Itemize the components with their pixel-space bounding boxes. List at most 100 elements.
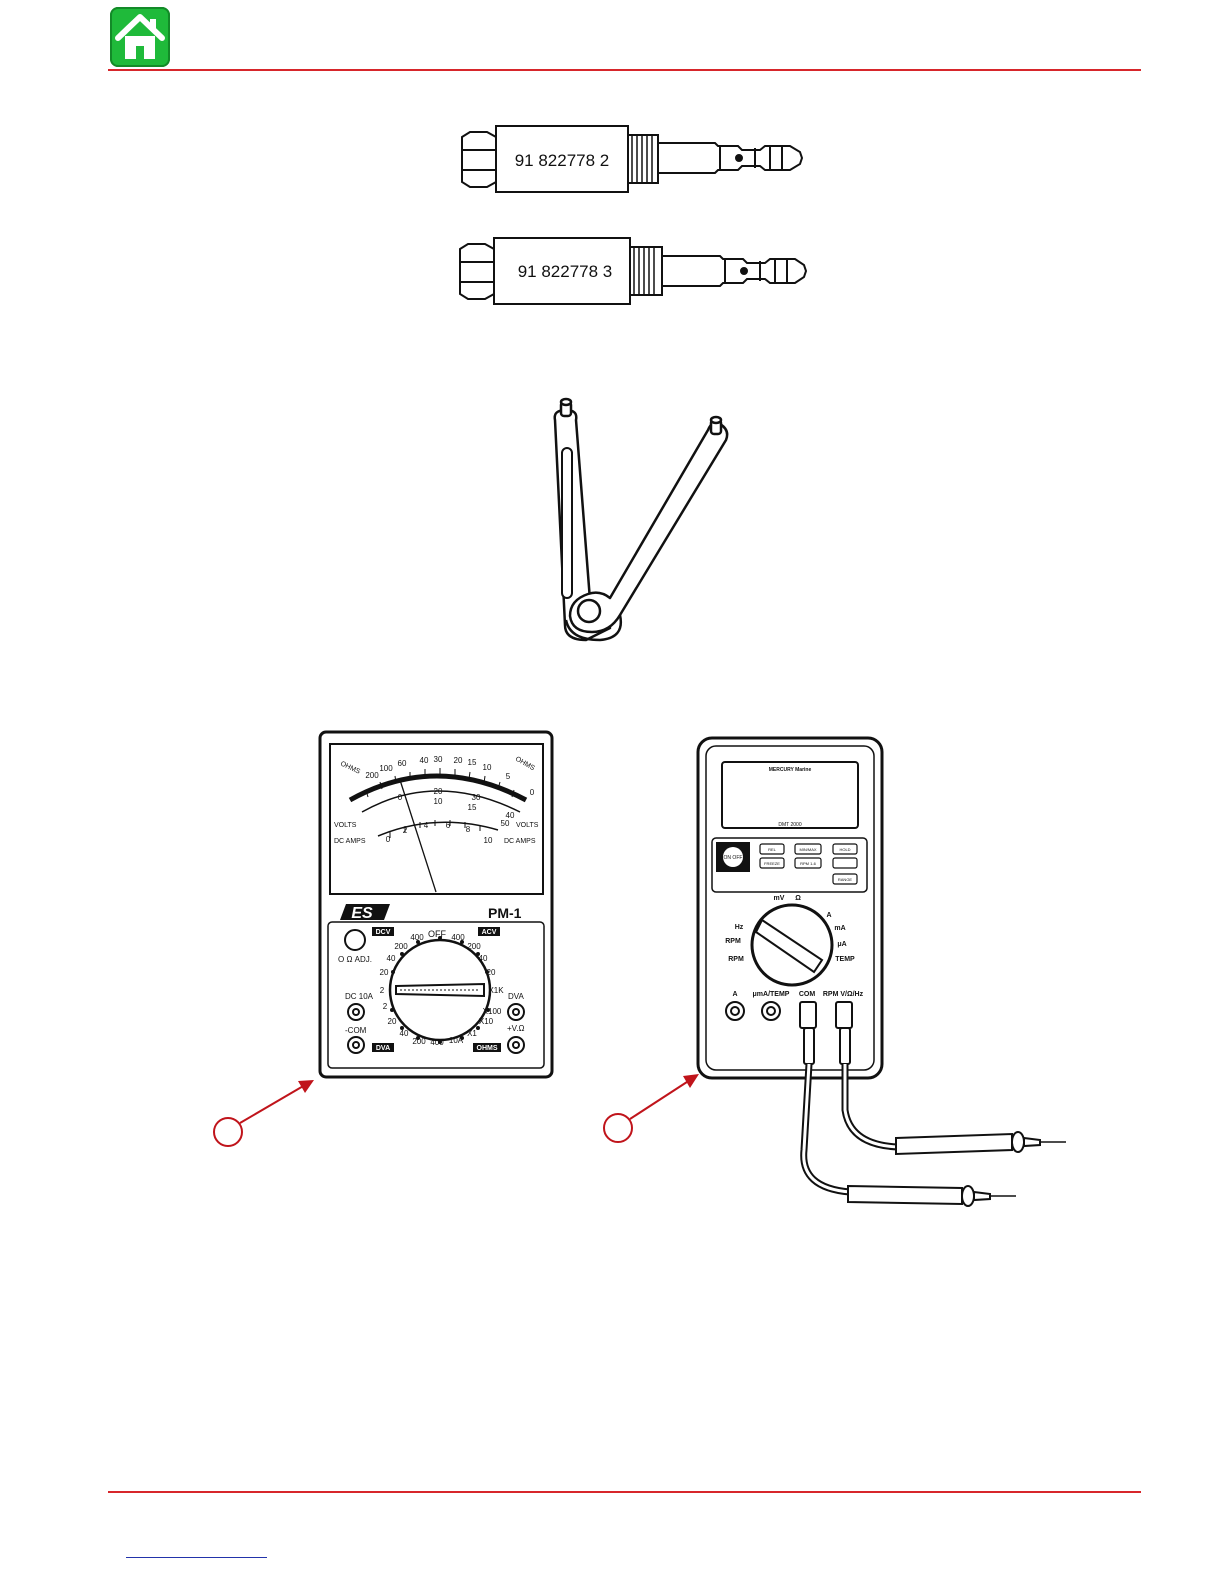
svg-text:10: 10 <box>483 763 492 772</box>
svg-text:40: 40 <box>479 954 488 963</box>
svg-text:2: 2 <box>380 986 385 995</box>
svg-text:10: 10 <box>434 797 443 806</box>
callout-analog-meter <box>213 1080 314 1147</box>
svg-text:40: 40 <box>506 811 515 820</box>
ohm-adj-label: O Ω ADJ. <box>338 955 372 964</box>
svg-text:RPM 1-6: RPM 1-6 <box>800 861 817 866</box>
svg-text:Hz: Hz <box>735 924 744 931</box>
home-icon <box>115 14 165 59</box>
ohms-badge: OHMS <box>477 1045 498 1052</box>
footer-link[interactable] <box>126 1556 267 1558</box>
svg-text:MIN/MAX: MIN/MAX <box>799 847 816 852</box>
svg-text:A: A <box>732 991 737 998</box>
digital-dial-labels: mV Ω A mA μA TEMP Hz RPM RPM <box>725 895 855 963</box>
svg-text:400: 400 <box>430 1038 444 1047</box>
svg-text:RPM: RPM <box>725 938 741 945</box>
adapter-top-label: 91 822778 2 <box>515 151 610 170</box>
digital-multimeter: MERCURY Marine DMT 2000 ON OFF REL MIN/M… <box>696 736 1066 1207</box>
amps-label-left: DC AMPS <box>334 838 366 845</box>
volts-label-left: VOLTS <box>334 822 357 829</box>
adapter-bottom-label: 91 822778 3 <box>518 262 613 281</box>
svg-text:μA: μA <box>837 941 846 948</box>
svg-text:40: 40 <box>400 1029 409 1038</box>
digital-brand-label: MERCURY Marine <box>769 767 812 773</box>
svg-text:COM: COM <box>799 991 816 998</box>
svg-text:X10: X10 <box>479 1017 494 1026</box>
volts-label-right: VOLTS <box>516 822 539 829</box>
svg-text:2: 2 <box>403 826 408 835</box>
adapter-tool-bottom <box>459 237 808 305</box>
svg-text:20: 20 <box>380 968 389 977</box>
dial-labels-right: 400 200 40 20 X1K X100 X10 X1 <box>451 933 504 1038</box>
svg-text:30: 30 <box>472 793 481 802</box>
svg-text:200: 200 <box>394 942 408 951</box>
svg-text:μmA/TEMP: μmA/TEMP <box>753 991 790 998</box>
svg-text:REL: REL <box>768 847 777 852</box>
digital-model-label: DMT 2000 <box>778 822 801 828</box>
svg-text:4: 4 <box>424 821 429 830</box>
header-rule <box>108 69 1141 71</box>
svg-text:TEMP: TEMP <box>835 956 855 963</box>
svg-text:6: 6 <box>446 821 451 830</box>
onoff-label: ON OFF <box>724 855 743 861</box>
dcv-badge: DCV <box>376 929 391 936</box>
amps-tick-labels: 0 2 4 6 8 10 <box>386 821 493 845</box>
svg-text:200: 200 <box>412 1037 426 1046</box>
dial-labels-left: 400 200 40 20 2 2 20 40 200 400 10A <box>380 933 464 1047</box>
svg-text:2: 2 <box>383 1002 388 1011</box>
dva-jack-label: DVA <box>508 992 525 1001</box>
digital-jack-labels: A μmA/TEMP COM RPM V/Ω/Hz <box>732 991 863 998</box>
svg-text:400: 400 <box>410 933 424 942</box>
svg-text:15: 15 <box>468 758 477 767</box>
svg-text:60: 60 <box>398 759 407 768</box>
spanner-wrench <box>553 397 729 642</box>
home-button[interactable] <box>110 7 170 67</box>
svg-text:HOLD: HOLD <box>839 847 850 852</box>
svg-text:20: 20 <box>454 756 463 765</box>
svg-text:mV: mV <box>774 895 785 902</box>
svg-text:100: 100 <box>379 764 393 773</box>
analog-multimeter: OHMS OHMS 200 100 60 40 30 20 15 10 5 0 … <box>318 730 554 1079</box>
off-label: OFF <box>428 929 446 939</box>
volts-tick-labels: 0 20 10 30 15 40 50 <box>398 787 515 828</box>
dc10a-label: DC 10A <box>345 992 374 1001</box>
analog-model-label: PM-1 <box>488 905 522 921</box>
svg-text:20: 20 <box>388 1017 397 1026</box>
analog-brand-logo: ES <box>351 905 373 922</box>
svg-text:40: 40 <box>420 756 429 765</box>
dva-badge: DVA <box>376 1045 390 1052</box>
svg-text:5: 5 <box>506 772 511 781</box>
svg-text:RPM: RPM <box>728 956 744 963</box>
svg-text:0: 0 <box>386 835 391 844</box>
svg-text:40: 40 <box>387 954 396 963</box>
svg-text:20: 20 <box>487 968 496 977</box>
v-ohm-jack-label: +V.Ω <box>507 1024 524 1033</box>
ohms-tick-labels: 200 100 60 40 30 20 15 10 5 0 <box>365 755 534 797</box>
svg-text:X1: X1 <box>467 1029 477 1038</box>
svg-text:RANGE: RANGE <box>838 877 853 882</box>
svg-text:400: 400 <box>451 933 465 942</box>
svg-text:50: 50 <box>501 819 510 828</box>
svg-text:15: 15 <box>468 803 477 812</box>
svg-text:200: 200 <box>365 771 379 780</box>
footer-rule <box>108 1491 1141 1493</box>
svg-text:0: 0 <box>398 793 403 802</box>
svg-text:200: 200 <box>467 942 481 951</box>
amps-label-right: DC AMPS <box>504 838 536 845</box>
svg-text:20: 20 <box>434 787 443 796</box>
svg-text:RPM V/Ω/Hz: RPM V/Ω/Hz <box>823 991 864 998</box>
com-label: -COM <box>345 1026 367 1035</box>
svg-text:10: 10 <box>484 836 493 845</box>
callout-digital-meter <box>603 1074 699 1143</box>
svg-text:X1K: X1K <box>488 986 504 995</box>
svg-text:0: 0 <box>530 788 535 797</box>
svg-text:FREEZE: FREEZE <box>764 861 780 866</box>
svg-text:mA: mA <box>834 925 845 932</box>
svg-text:10A: 10A <box>449 1036 464 1045</box>
adapter-tool-top <box>461 125 804 193</box>
svg-text:8: 8 <box>466 825 471 834</box>
svg-text:Ω: Ω <box>795 895 801 902</box>
svg-text:30: 30 <box>434 755 443 764</box>
acv-badge: ACV <box>482 929 497 936</box>
